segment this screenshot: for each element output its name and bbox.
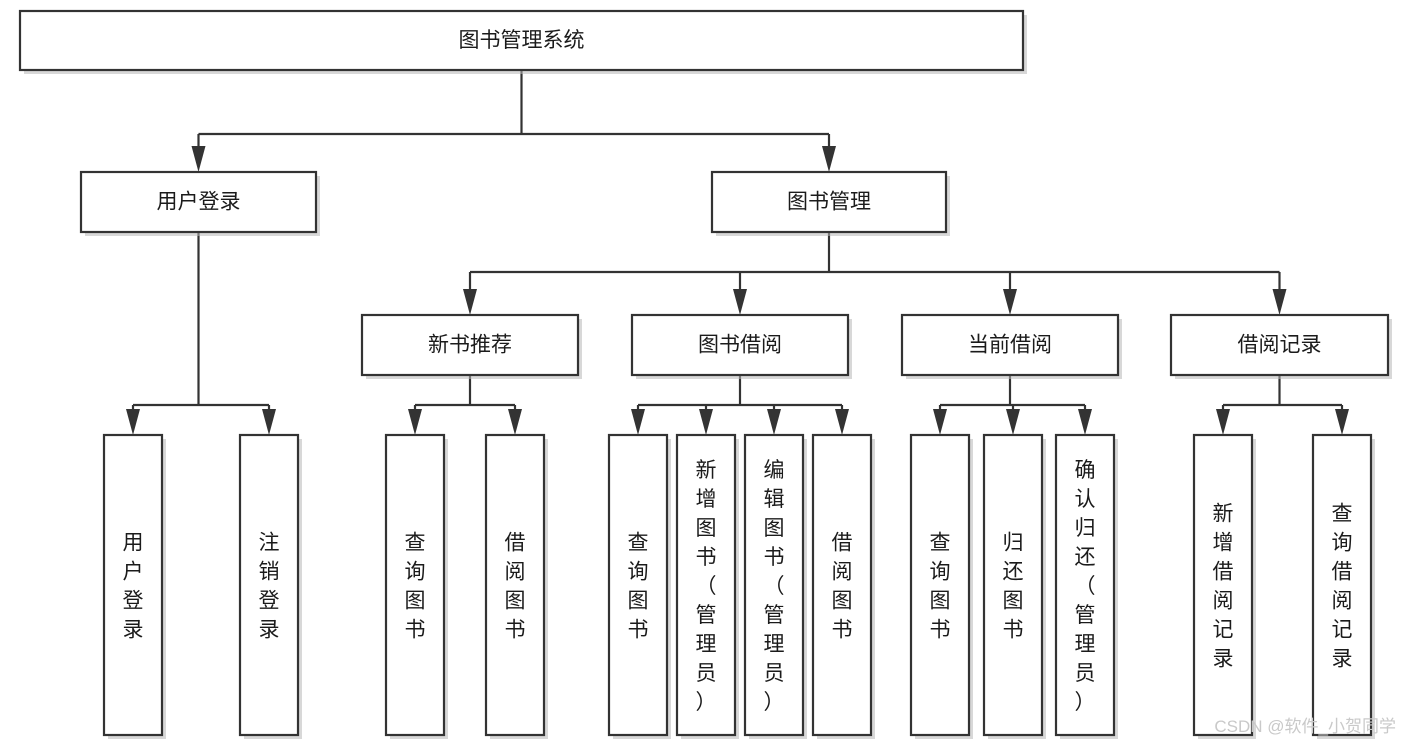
node-book-borrow[interactable]: 图书借阅 [630,313,852,379]
arrow-head-icon [631,409,645,435]
arrow-head-icon [1003,289,1017,315]
node-box[interactable] [982,433,1044,737]
node-label: 查询图书 [405,532,426,642]
node-label: 注销登录 [259,532,280,642]
node-box[interactable] [607,433,669,737]
node-box[interactable] [1169,313,1390,377]
node-borrow-records[interactable]: 借阅记录 [1169,313,1392,379]
node-layer: 用户登录注销登录查询图书借阅图书查询图书新增图书（管理员）编辑图书（管理员）借阅… [18,9,1392,739]
arrow-head-icon [463,289,477,315]
node-label: 借阅图书 [505,532,526,642]
arrow-head-icon [126,409,140,435]
node-box[interactable] [909,433,971,737]
node-label: 用户登录 [123,532,144,642]
arrow-head-icon [1216,409,1230,435]
node-label: 查询图书 [930,532,951,642]
node-label: 借阅记录 [1238,334,1322,357]
node-box[interactable] [1054,433,1116,737]
node-box[interactable] [238,433,300,737]
node-box[interactable] [710,170,948,234]
node-label: 新书推荐 [428,334,512,357]
node-leaf-confirm-return[interactable]: 确认归还（管理员） [1054,433,1118,739]
node-box[interactable] [102,433,164,737]
arrow-head-icon [1078,409,1092,435]
arrow-head-icon [408,409,422,435]
node-new-book-recommend[interactable]: 新书推荐 [360,313,582,379]
node-leaf-edit-book[interactable]: 编辑图书（管理员） [743,433,807,739]
node-box[interactable] [79,170,318,234]
node-label: 当前借阅 [968,334,1052,357]
arrow-head-icon [822,146,836,172]
node-leaf-query-book-current[interactable]: 查询图书 [909,433,973,739]
node-leaf-query-book-recommend[interactable]: 查询图书 [384,433,448,739]
node-leaf-query-book-borrow[interactable]: 查询图书 [607,433,671,739]
connector-layer [126,70,1349,435]
arrow-head-icon [767,409,781,435]
node-label: 图书管理 [787,191,871,214]
node-book-management[interactable]: 图书管理 [710,170,950,236]
node-box[interactable] [1311,433,1373,737]
node-label: 确认归还（管理员） [1075,459,1096,714]
arrow-head-icon [1335,409,1349,435]
node-label: 查询借阅记录 [1332,503,1353,671]
node-box[interactable] [18,9,1025,72]
node-label: 图书管理系统 [459,29,585,52]
node-box[interactable] [811,433,873,737]
arrow-head-icon [1272,289,1287,315]
arrow-head-icon [191,146,206,172]
node-leaf-query-borrow-record[interactable]: 查询借阅记录 [1311,433,1375,739]
node-box[interactable] [384,433,446,737]
node-box[interactable] [1192,433,1254,737]
node-box[interactable] [675,433,737,737]
arrow-head-icon [699,409,713,435]
node-leaf-user-login[interactable]: 用户登录 [102,433,166,739]
arrow-head-icon [835,409,849,435]
node-label: 借阅图书 [832,532,853,642]
node-box[interactable] [630,313,850,377]
node-label: 新增图书（管理员） [696,459,717,714]
node-label: 查询图书 [628,532,649,642]
node-leaf-return-book[interactable]: 归还图书 [982,433,1046,739]
node-root[interactable]: 图书管理系统 [18,9,1027,74]
node-box[interactable] [484,433,546,737]
node-leaf-logout[interactable]: 注销登录 [238,433,302,739]
node-label: 新增借阅记录 [1213,503,1234,671]
node-leaf-borrow-book-recommend[interactable]: 借阅图书 [484,433,548,739]
node-user-login[interactable]: 用户登录 [79,170,320,236]
node-current-borrow[interactable]: 当前借阅 [900,313,1122,379]
csdn-watermark: CSDN @软件_小贺同学 [1214,717,1396,736]
node-label: 编辑图书（管理员） [764,459,785,714]
node-label: 图书借阅 [698,334,782,357]
node-box[interactable] [743,433,805,737]
node-label: 归还图书 [1003,532,1024,642]
arrow-head-icon [262,409,276,435]
arrow-head-icon [1006,409,1020,435]
arrow-head-icon [933,409,947,435]
node-label: 用户登录 [157,191,241,214]
node-leaf-add-book[interactable]: 新增图书（管理员） [675,433,739,739]
node-leaf-add-borrow-record[interactable]: 新增借阅记录 [1192,433,1256,739]
node-box[interactable] [900,313,1120,377]
node-leaf-borrow-book[interactable]: 借阅图书 [811,433,875,739]
arrow-head-icon [508,409,522,435]
arrow-head-icon [733,289,747,315]
node-box[interactable] [360,313,580,377]
